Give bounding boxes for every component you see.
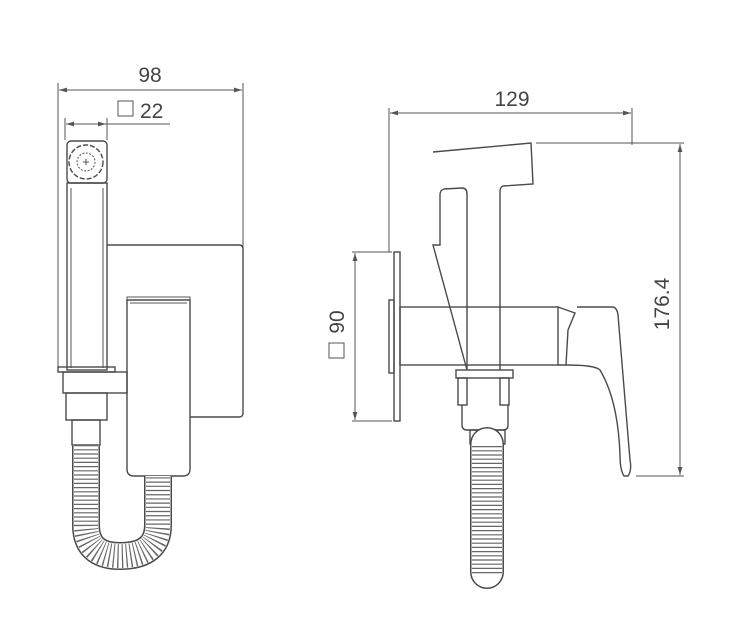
hand-shower [432, 142, 534, 371]
dimension-head-22: 22 [64, 100, 170, 140]
connector [62, 371, 128, 446]
flange [388, 299, 395, 374]
lever-handle [565, 306, 632, 477]
handle-body [57, 182, 116, 373]
square-symbol-icon [117, 100, 134, 117]
dimension-plate-90: 90 [326, 251, 392, 422]
dimension-label-98: 98 [138, 64, 161, 87]
dimension-label-90: 90 [326, 310, 349, 333]
valve-neck [557, 306, 576, 366]
dimension-depth-129: 129 [388, 88, 633, 252]
side-view: 129 176.4 90 [326, 88, 684, 589]
dimension-label-176-4: 176.4 [651, 277, 674, 330]
hose [72, 445, 172, 571]
square-symbol-icon [328, 342, 345, 359]
valve-body [399, 306, 559, 366]
dimension-label-129: 129 [494, 88, 529, 111]
dimension-width-98: 98 [57, 64, 244, 372]
wall-plate [107, 244, 244, 418]
dimension-height-176-4: 176.4 [536, 142, 684, 477]
spray-head [66, 140, 108, 184]
wall-plate [393, 251, 401, 422]
dimension-label-22: 22 [140, 100, 163, 123]
lever [126, 296, 191, 477]
front-view: 98 22 [57, 64, 244, 571]
